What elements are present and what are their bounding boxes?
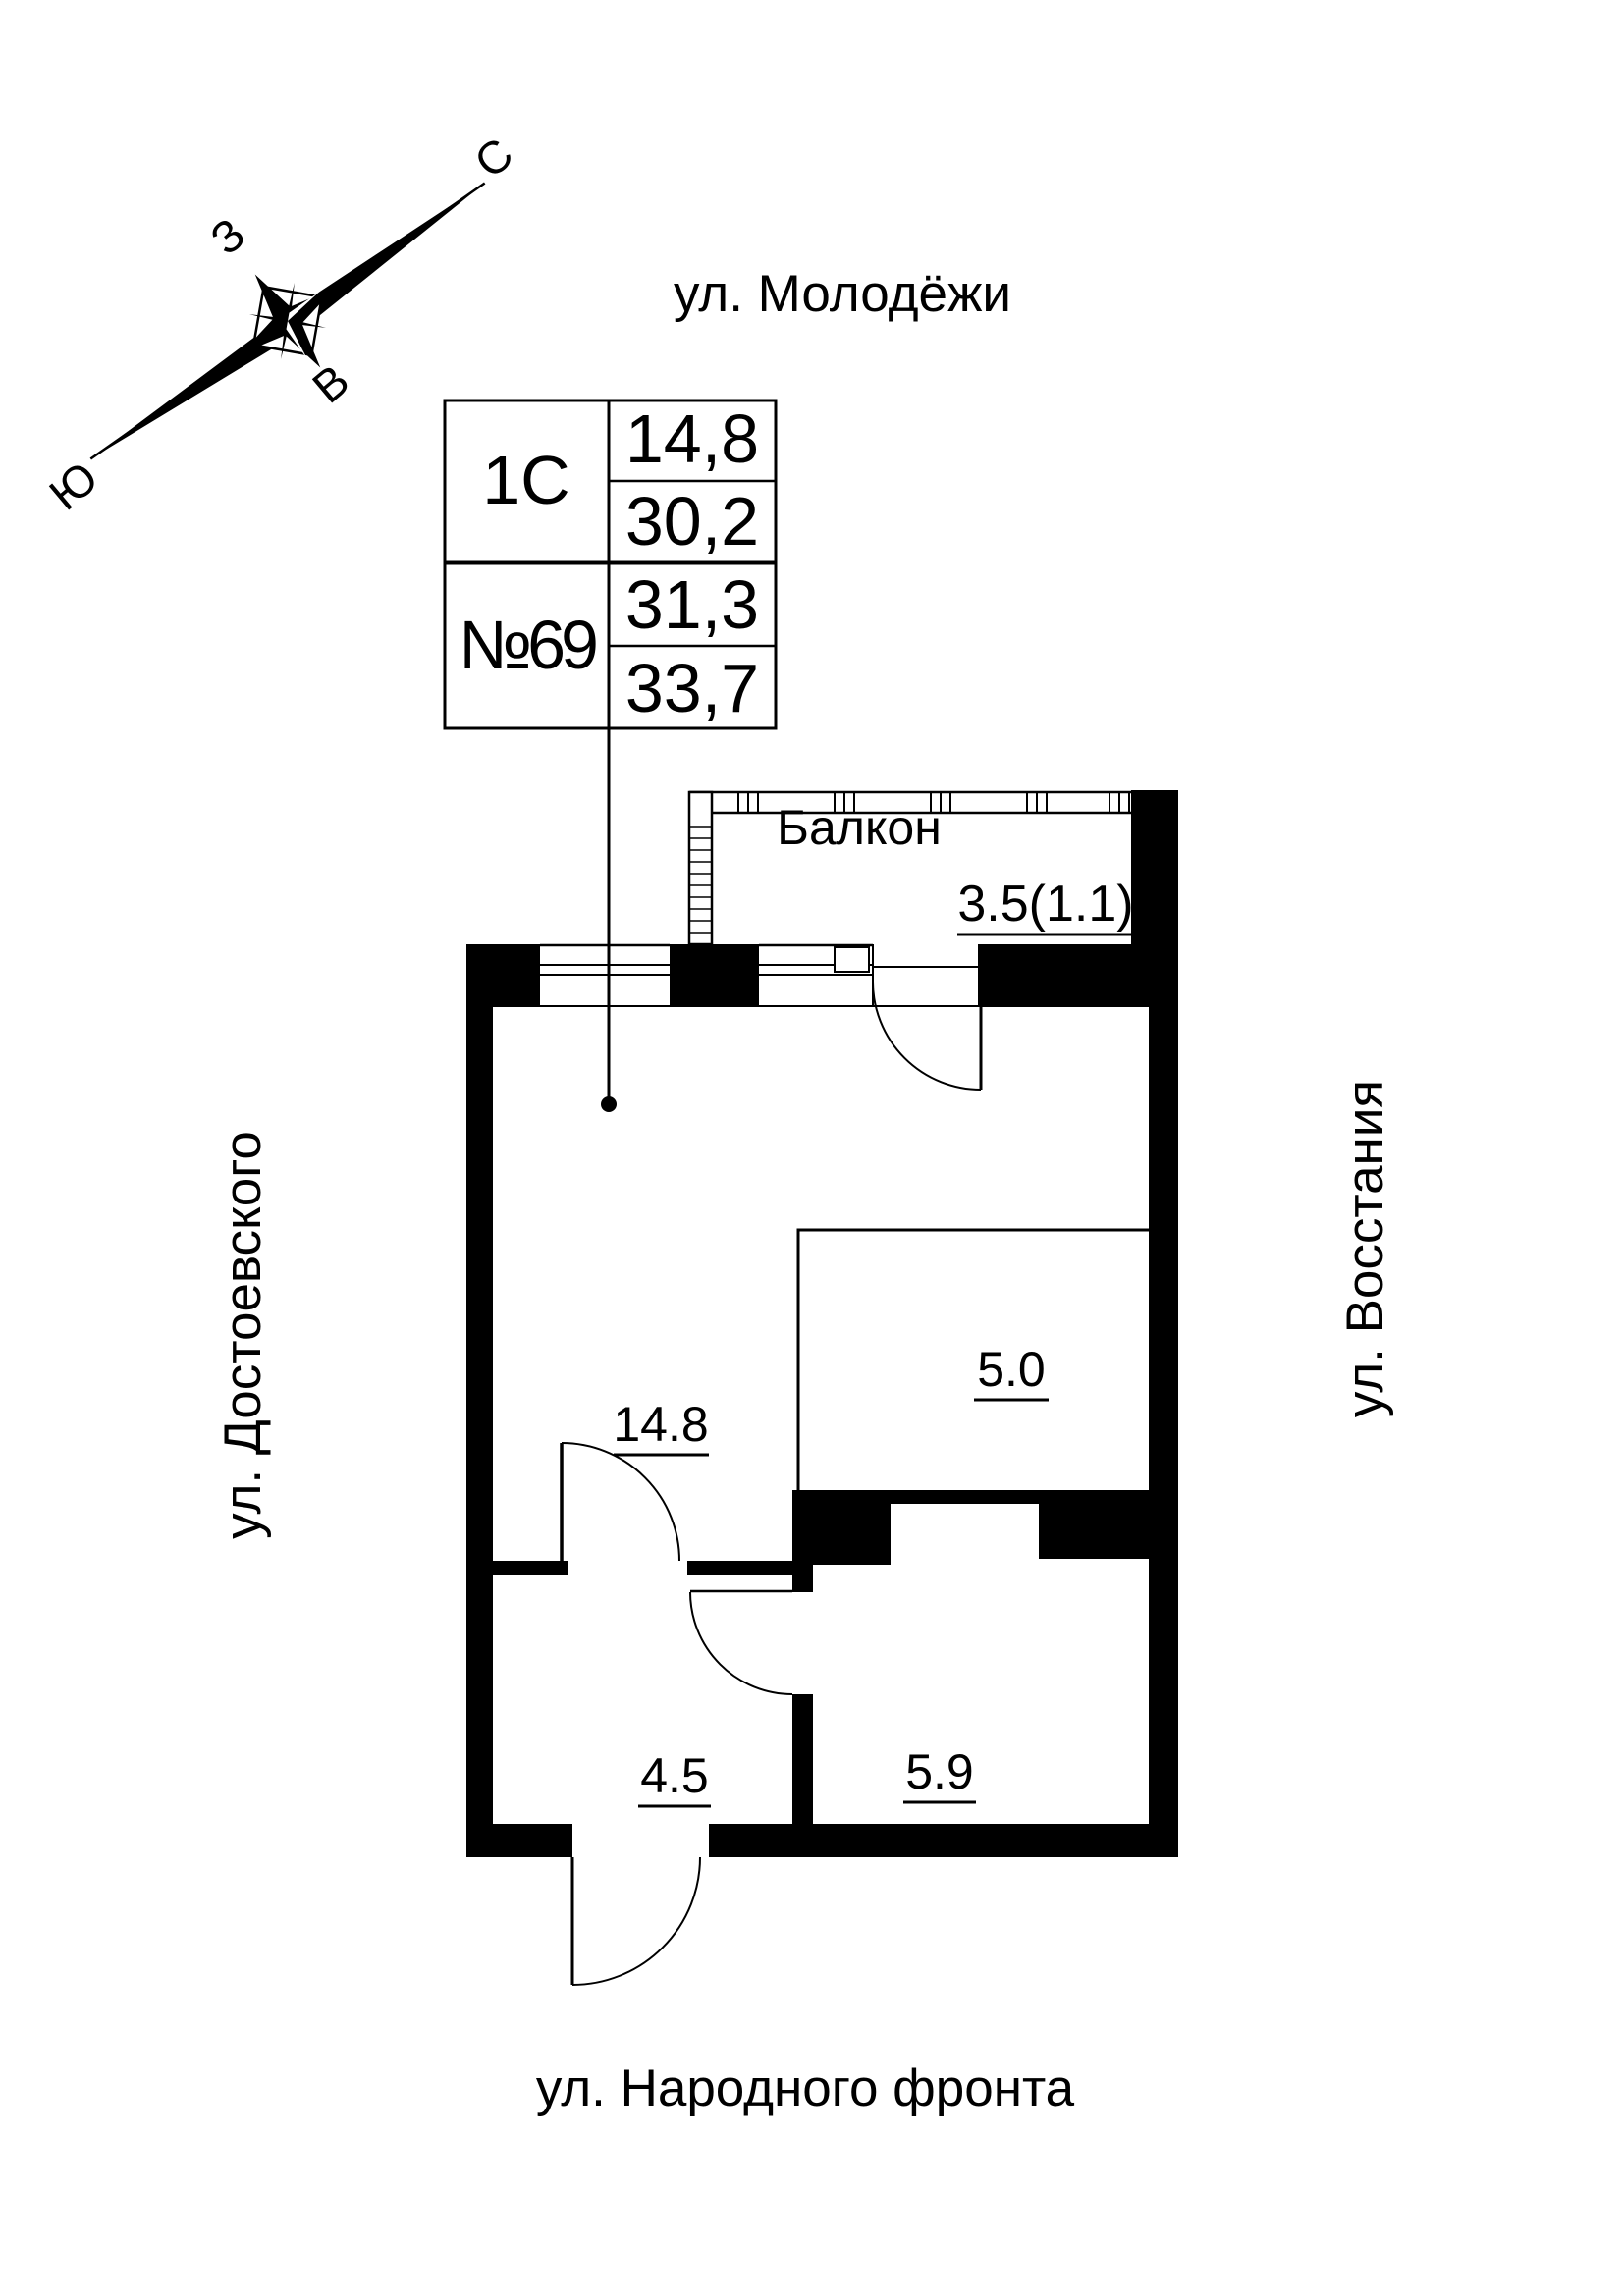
- partition-living-stub-left: [493, 1561, 568, 1575]
- table-value-2: 30,2: [625, 483, 759, 560]
- compass-label-east: В: [302, 354, 358, 413]
- window-sill-detail: [834, 946, 870, 973]
- wall-top-right-segment: [979, 944, 1131, 1006]
- wall-bottom-left-of-door: [466, 1824, 572, 1857]
- street-label-left: ул. Достоевского: [214, 1131, 272, 1539]
- balcony: Балкон 3.5(1.1): [687, 790, 1139, 946]
- entrance-door-arc: [571, 1856, 701, 1986]
- living-room-area-label: 14.8: [613, 1397, 708, 1452]
- hall-area-label: 4.5: [640, 1748, 709, 1803]
- bath-door-arc: [689, 1591, 793, 1695]
- wall-right: [1149, 1006, 1178, 1857]
- compass-rose: С З В Ю: [39, 128, 522, 519]
- balcony-name-label: Балкон: [777, 800, 942, 855]
- street-label-right: ул. Восстания: [1336, 1080, 1394, 1417]
- apartment-number-cell: №69: [459, 607, 596, 683]
- compass-label-south: Ю: [39, 452, 107, 520]
- partition-living-mid: [687, 1561, 813, 1575]
- partition-hall-bath-upper: [792, 1565, 813, 1592]
- compass-label-west: З: [200, 208, 254, 265]
- partition-hall-bath-lower: [792, 1694, 813, 1824]
- balcony-area-label: 3.5(1.1): [957, 876, 1133, 933]
- living-door-arc: [561, 1442, 680, 1562]
- compass-label-north: С: [464, 128, 522, 187]
- table-value-4: 33,7: [625, 650, 759, 726]
- street-label-top: ул. Молодёжи: [674, 265, 1011, 323]
- outer-walls: [466, 790, 1178, 1857]
- balcony-door-arc: [872, 981, 982, 1091]
- leader-dot: [601, 1096, 617, 1112]
- wall-block-center: [792, 1490, 891, 1565]
- balcony-rail-mullions: [737, 792, 1130, 813]
- niche-area-label: 5.0: [977, 1342, 1046, 1397]
- doors: [560, 981, 983, 1986]
- bath-top-thin-wall: [891, 1490, 1039, 1504]
- street-label-bottom: ул. Народного фронта: [536, 2059, 1075, 2117]
- table-value-1: 14,8: [625, 400, 759, 477]
- compass-star-highlight: [286, 291, 320, 360]
- niche-outline: [796, 1228, 1149, 1490]
- wall-bottom-right-of-door: [709, 1824, 1178, 1857]
- windows: [493, 943, 1149, 1007]
- bath-area-label: 5.9: [905, 1744, 974, 1799]
- wall-top-right-corner: [1131, 790, 1178, 1006]
- table-value-3: 31,3: [625, 566, 759, 643]
- wall-left: [466, 944, 493, 1855]
- balcony-left-wall-hatch: [689, 826, 712, 934]
- plan-type-cell: 1С: [482, 442, 569, 518]
- interior-walls: [493, 1490, 1149, 1824]
- wall-top-pier: [670, 944, 759, 1006]
- wall-block-right: [1039, 1490, 1149, 1559]
